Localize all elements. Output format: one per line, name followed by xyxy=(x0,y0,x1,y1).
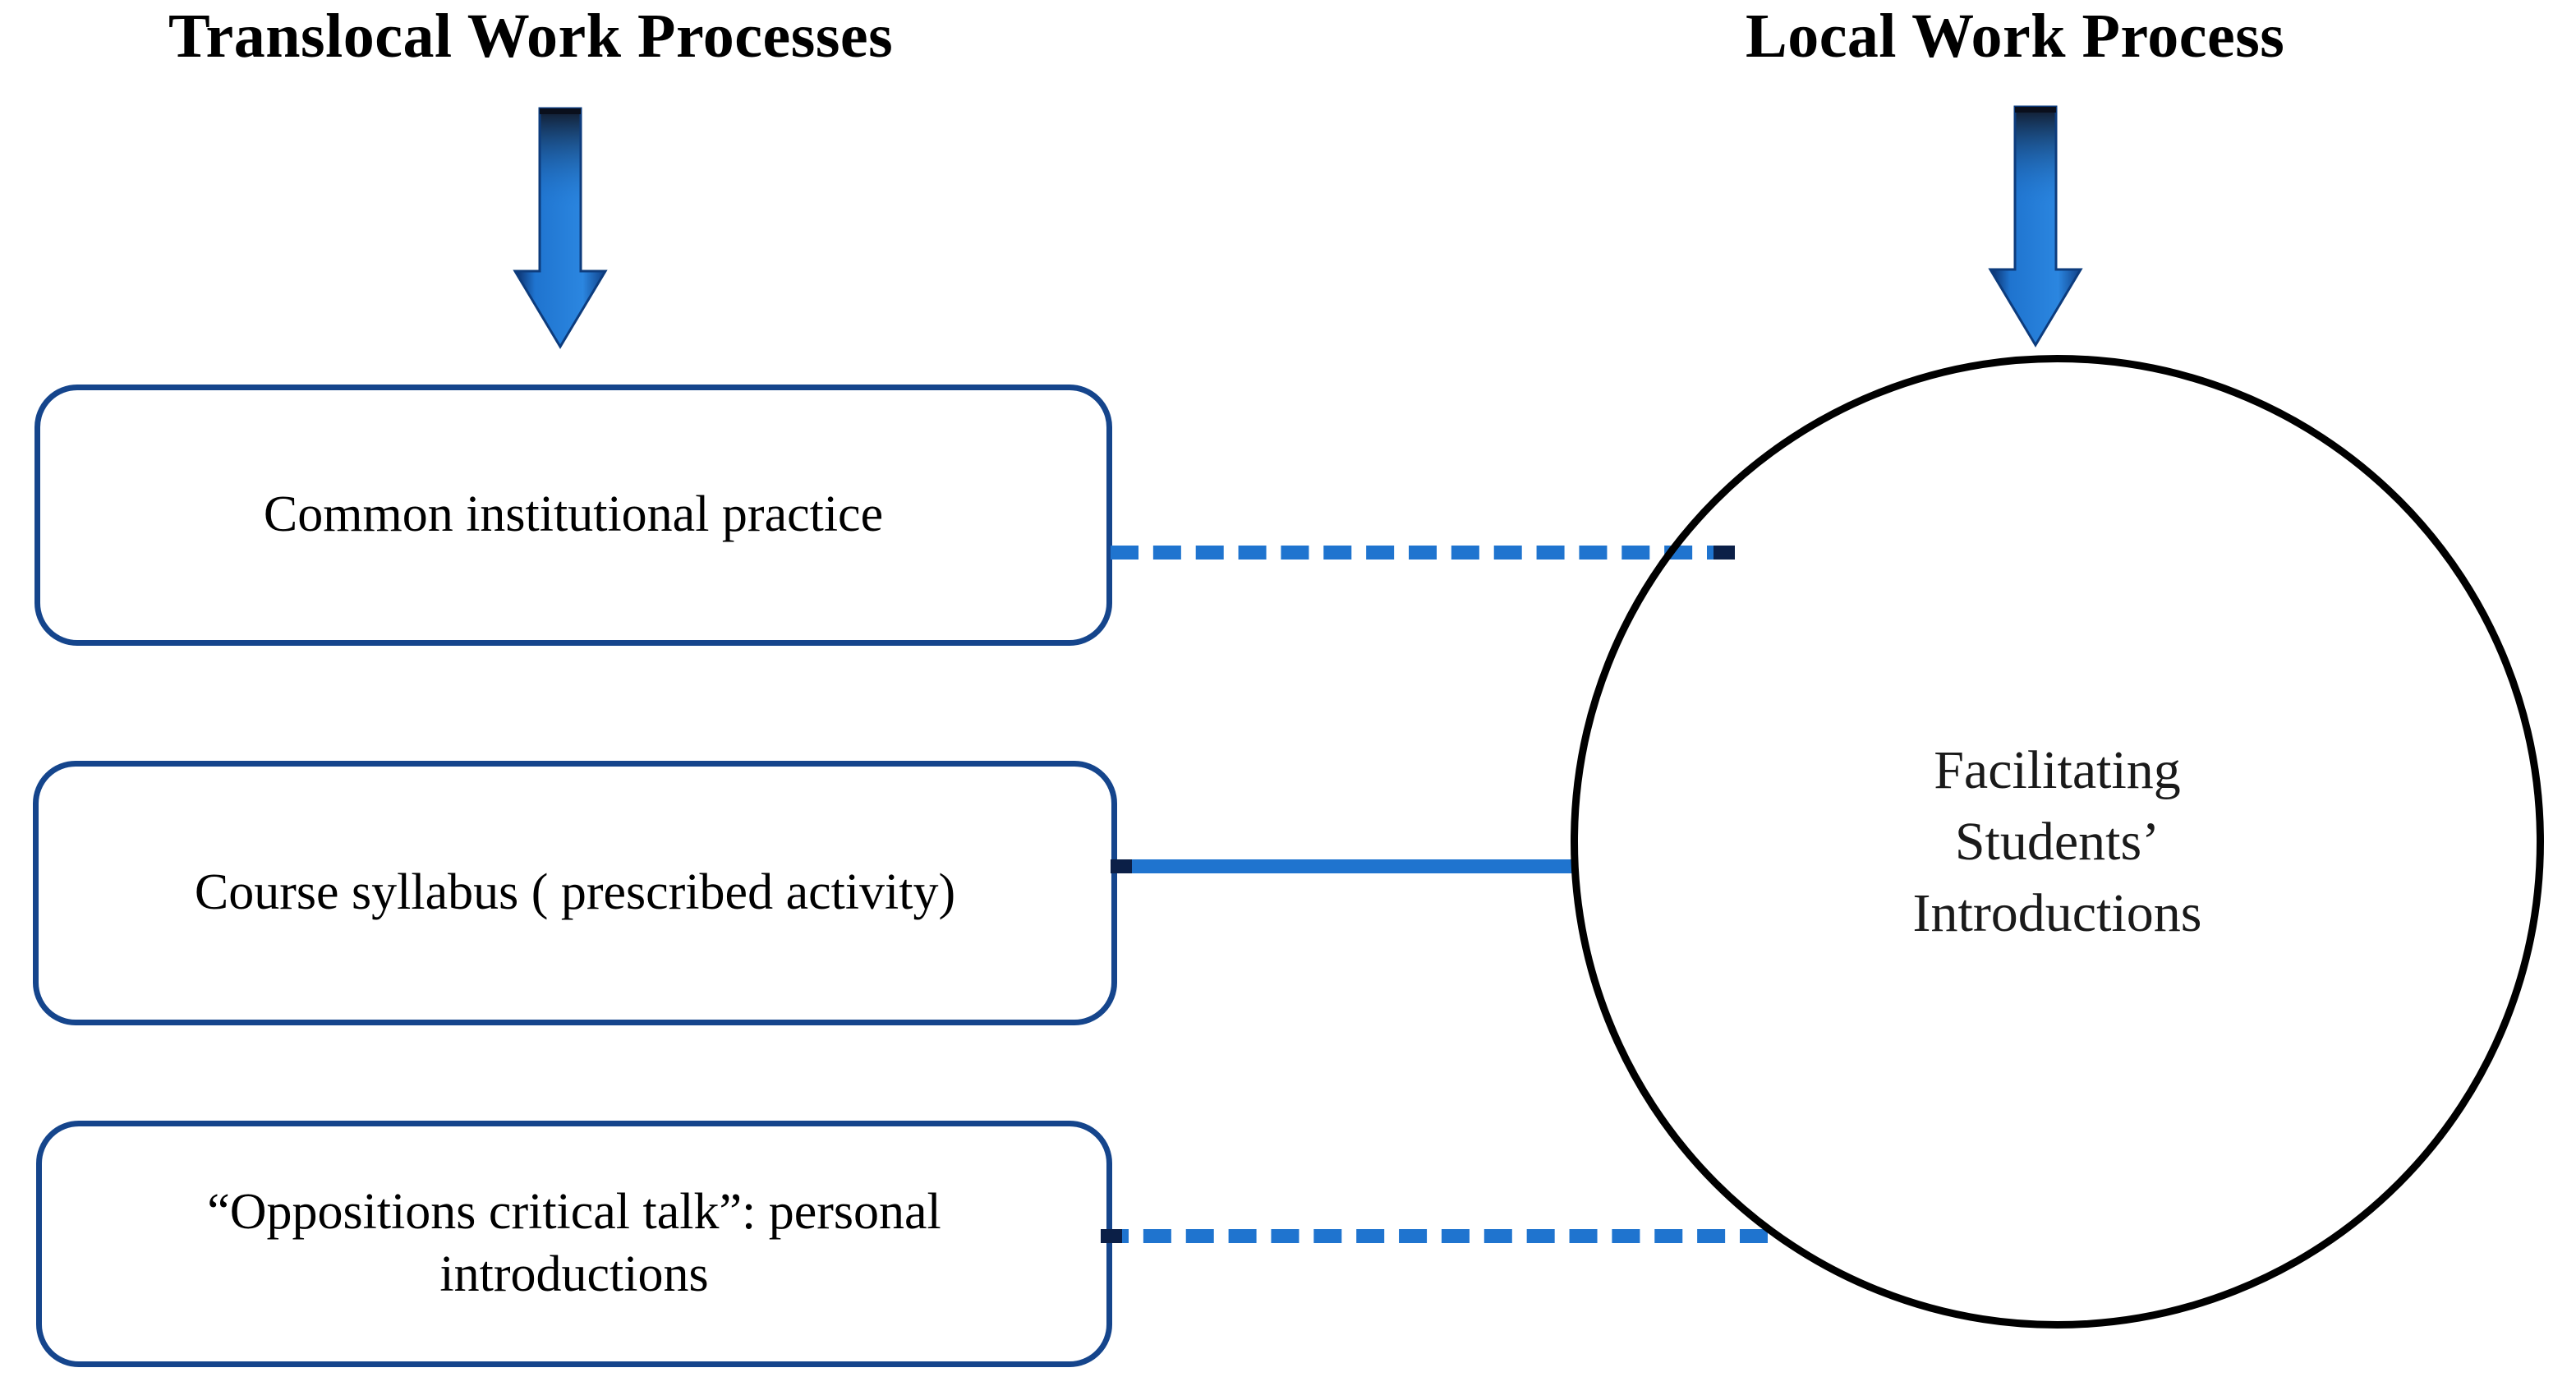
connector-syllabus-endpoint-cap xyxy=(1111,859,1132,873)
box-common-institutional-practice: Common institutional practice xyxy=(34,385,1112,646)
heading-local-work-process: Local Work Process xyxy=(1746,2,2285,71)
circle-label-group: Facilitating Students’ Introductions xyxy=(1913,735,2202,949)
circle-facilitating-students-introductions: Facilitating Students’ Introductions xyxy=(1571,355,2544,1329)
heading-translocal-work-processes: Translocal Work Processes xyxy=(168,2,894,71)
connector-talk-to-circle xyxy=(1101,1229,1768,1243)
translocal-down-arrow-icon xyxy=(511,107,610,353)
box-oppositions-critical-talk-label: “Oppositions critical talk”: personal in… xyxy=(207,1184,941,1302)
connector-talk-endpoint-cap xyxy=(1101,1229,1122,1243)
connector-common-to-circle xyxy=(1111,546,1735,560)
box-course-syllabus: Course syllabus ( prescribed activity) xyxy=(33,761,1117,1025)
circle-label-line-3: Introductions xyxy=(1912,883,2202,944)
box-oppositions-critical-talk: “Oppositions critical talk”: personal in… xyxy=(36,1121,1112,1367)
box-common-institutional-practice-label: Common institutional practice xyxy=(263,486,884,543)
connector-syllabus-to-circle xyxy=(1111,859,1572,873)
circle-label-line-1: Facilitating xyxy=(1934,739,2181,800)
circle-label-line-2: Students’ xyxy=(1954,811,2160,872)
box-course-syllabus-label: Course syllabus ( prescribed activity) xyxy=(194,864,956,921)
local-down-arrow-icon xyxy=(1986,105,2085,352)
